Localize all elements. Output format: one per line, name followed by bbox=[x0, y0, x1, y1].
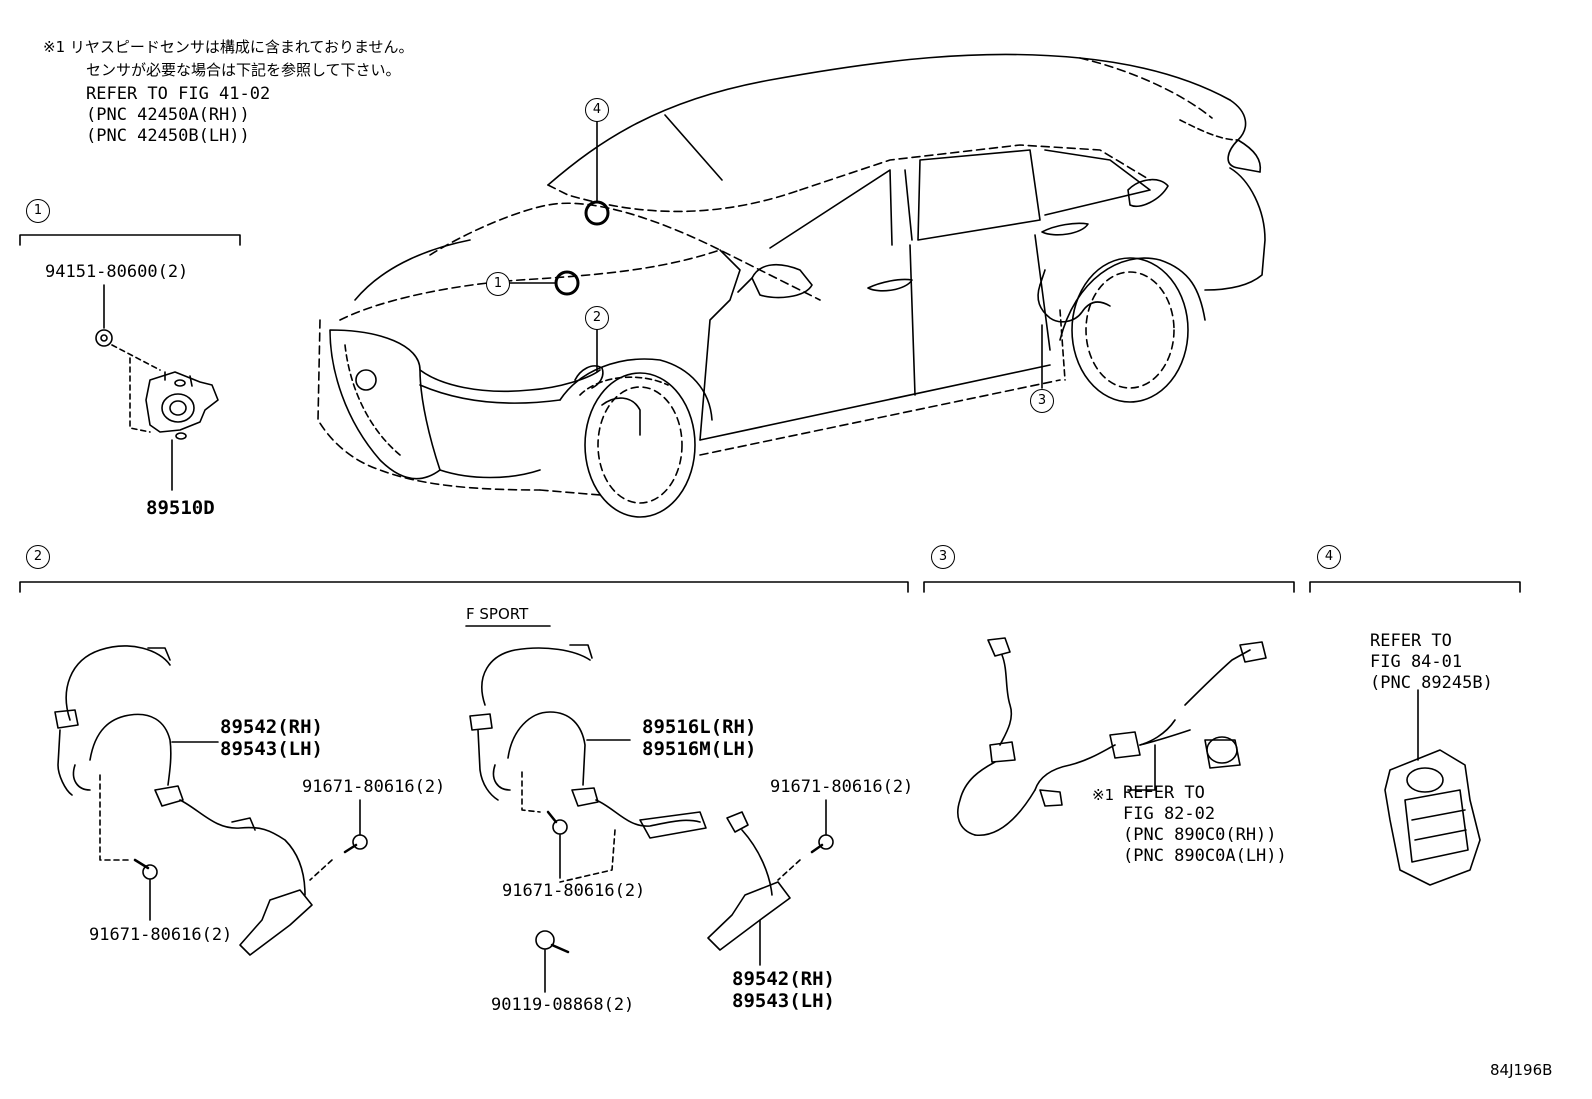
group2-std-sensor-rh: 89542(RH) bbox=[220, 716, 323, 738]
group2-fs-sensor2-rh: 89542(RH) bbox=[732, 968, 835, 990]
group4-line-1: REFER TO bbox=[1370, 631, 1452, 651]
group3-line-3: (PNC 890C0(RH)) bbox=[1123, 825, 1277, 845]
callout-2-car: 2 bbox=[585, 306, 609, 330]
group4-line-3: (PNC 89245B) bbox=[1370, 673, 1493, 693]
group4-callout: 4 bbox=[1317, 545, 1341, 569]
callout-3-car: 3 bbox=[1030, 389, 1054, 413]
group2-fs-sensor-rh: 89516L(RH) bbox=[642, 716, 757, 738]
note-line-5: (PNC 42450B(LH)) bbox=[86, 126, 250, 146]
note-line-3: REFER TO FIG 41-02 bbox=[86, 84, 271, 104]
group2-std-bolt-upper: 91671-80616(2) bbox=[302, 777, 446, 797]
group2-fs-bolt-lower: 90119-08868(2) bbox=[491, 995, 635, 1015]
group2-std-sensor-lh: 89543(LH) bbox=[220, 738, 323, 760]
group2-artwork bbox=[19, 581, 909, 993]
note-line-4: (PNC 42450A(RH)) bbox=[86, 105, 250, 125]
callout-4-car: 4 bbox=[585, 98, 609, 122]
group1-bolt-part: 94151-80600(2) bbox=[45, 262, 189, 282]
group4-artwork bbox=[1309, 581, 1521, 886]
group3-line-2: FIG 82-02 bbox=[1123, 804, 1216, 824]
note-line-2: センサが必要な場合は下記を参照して下さい。 bbox=[86, 61, 401, 79]
group3-artwork bbox=[923, 581, 1295, 836]
group3-line-4: (PNC 890C0A(LH)) bbox=[1123, 846, 1287, 866]
group2-std-bolt-lower: 91671-80616(2) bbox=[89, 925, 233, 945]
group3-mark: ※1 bbox=[1092, 786, 1115, 804]
group4-line-2: FIG 84-01 bbox=[1370, 652, 1463, 672]
group3-line-1: REFER TO bbox=[1123, 783, 1205, 803]
group1-artwork bbox=[19, 234, 241, 491]
note-line-1: ※1 リヤスピードセンサは構成に含まれておりません。 bbox=[43, 38, 414, 56]
group2-callout: 2 bbox=[26, 545, 50, 569]
group1-callout: 1 bbox=[26, 199, 50, 223]
group2-fs-sensor2-lh: 89543(LH) bbox=[732, 990, 835, 1012]
figure-code: 84J196B bbox=[1490, 1061, 1553, 1079]
callout-1-car: 1 bbox=[486, 272, 510, 296]
group2-fs-bolt-upper: 91671-80616(2) bbox=[770, 777, 914, 797]
group2-fs-bolt-mid: 91671-80616(2) bbox=[502, 881, 646, 901]
vehicle-outline bbox=[317, 53, 1266, 518]
group3-callout: 3 bbox=[931, 545, 955, 569]
group2-variant-label: F SPORT bbox=[466, 605, 529, 623]
group1-sensor-part: 89510D bbox=[146, 497, 215, 519]
group2-fs-sensor-lh: 89516M(LH) bbox=[642, 738, 757, 760]
